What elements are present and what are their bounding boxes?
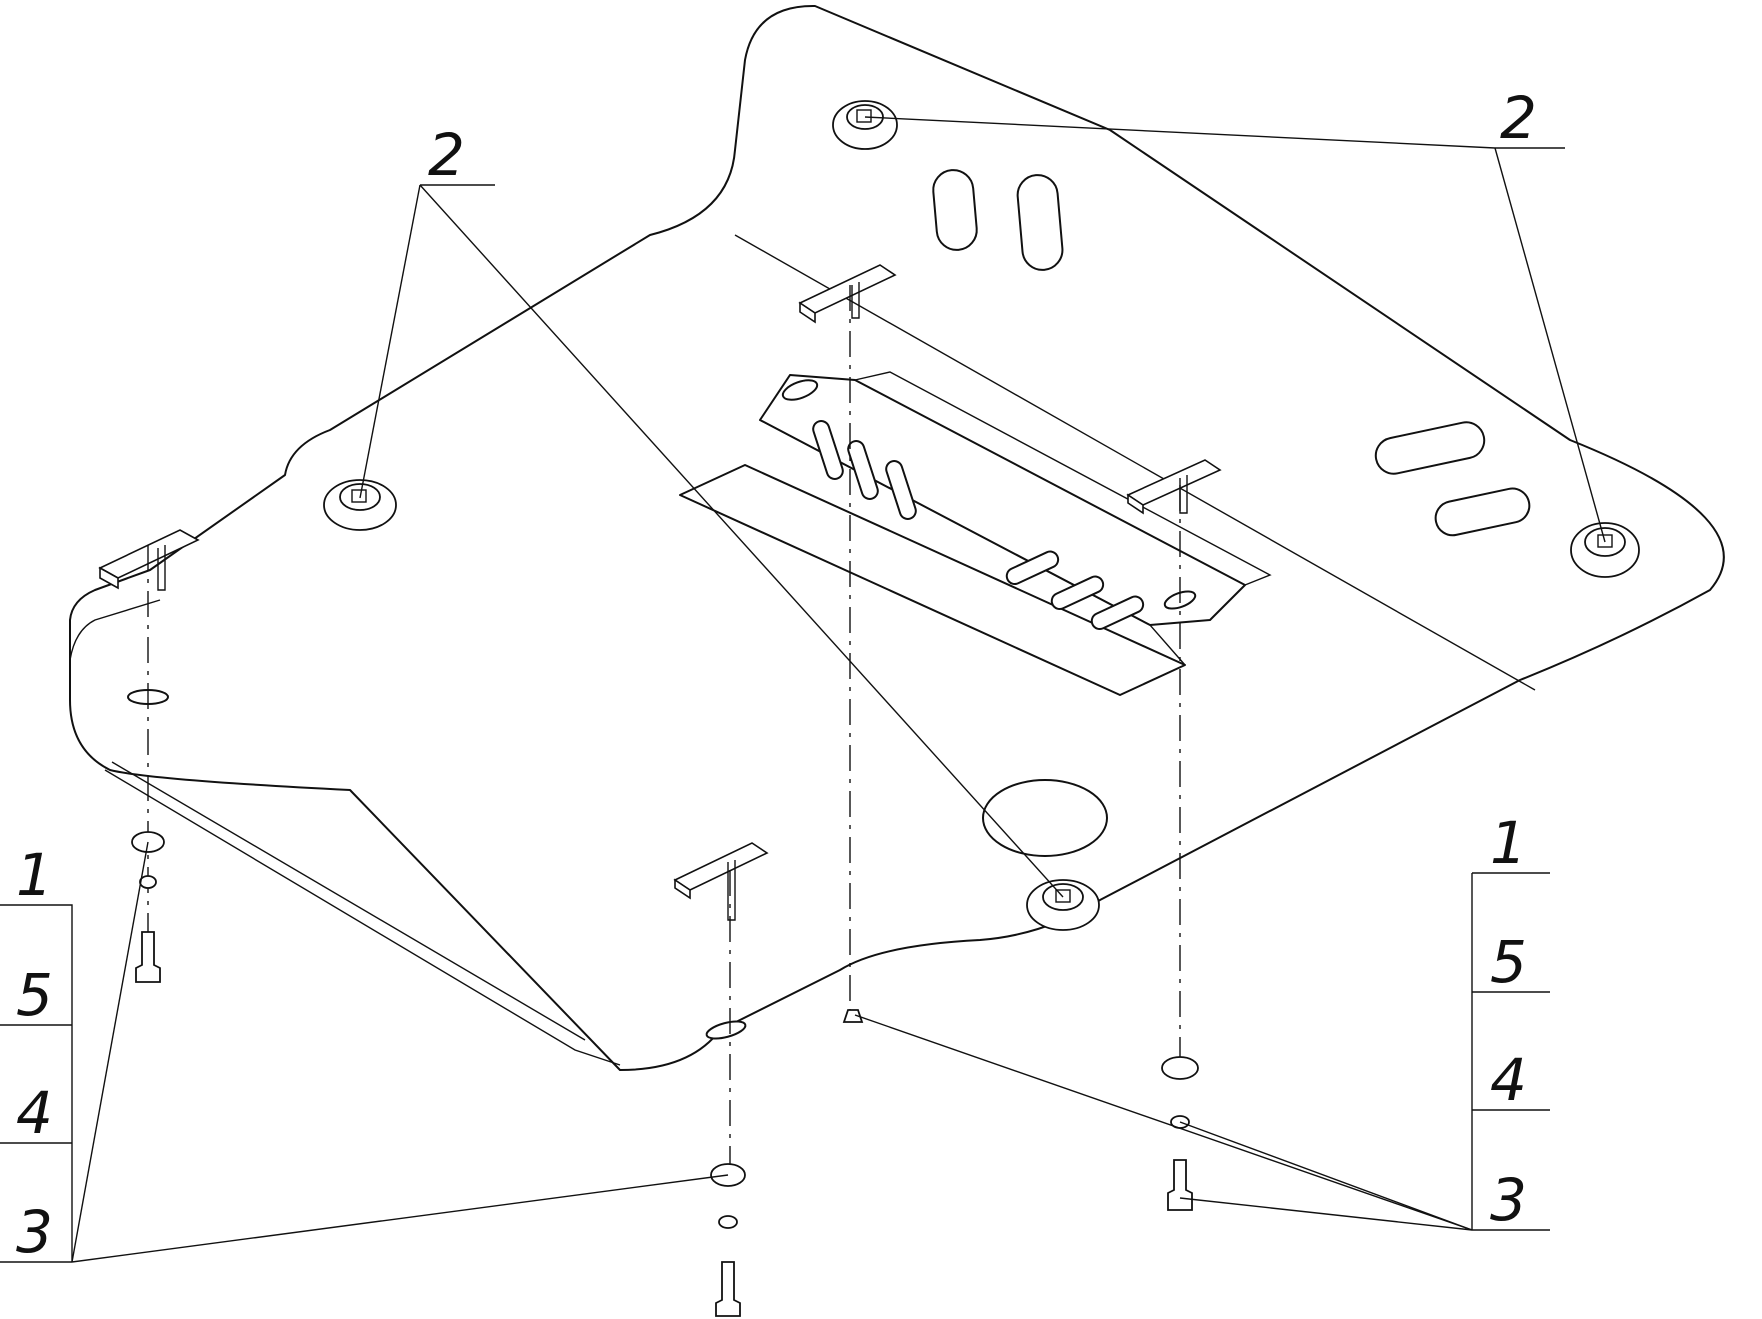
bracket-slot-f	[1090, 595, 1145, 631]
small-bolt-under-plate	[842, 1009, 864, 1023]
slot-top-1	[932, 169, 978, 251]
plate-holes	[127, 169, 1531, 1040]
bracket-slot-d	[1005, 550, 1060, 586]
callout-left-3: 3	[16, 1198, 53, 1266]
right-stack-table: 1 5 4 3	[1471, 809, 1550, 1234]
tab-top	[798, 264, 897, 324]
nut-left	[323, 479, 397, 531]
slot-right-1	[1374, 421, 1486, 475]
fasteners-center	[710, 1163, 746, 1317]
nut-top-center	[832, 100, 898, 150]
bolt-left	[135, 931, 161, 983]
callout-top-left-2: 2	[428, 121, 465, 189]
callout-top-right-2: 2	[1500, 84, 1537, 152]
lock-washer-center	[718, 1215, 738, 1229]
bracket-slot-left	[781, 379, 819, 401]
fasteners-right	[1161, 1056, 1199, 1211]
callout-left-1: 1	[16, 841, 53, 909]
callout-left-4: 4	[16, 1079, 53, 1147]
left-stack-table: 1 5 4 3	[0, 841, 73, 1266]
callout-right-4: 4	[1490, 1046, 1527, 1114]
tab-left	[98, 529, 200, 591]
bracket-ridge-2	[854, 371, 1272, 586]
bracket-slot-a	[812, 420, 844, 480]
plate-fold-line	[734, 234, 1536, 691]
washer-right	[1161, 1056, 1199, 1080]
callout-right-3: 3	[1490, 1166, 1527, 1234]
leaders	[0, 116, 1606, 1263]
callout-left-5: 5	[16, 961, 53, 1029]
nut-right	[1570, 522, 1640, 578]
clip-tabs	[98, 264, 1222, 921]
lock-washer-left	[139, 875, 157, 889]
bracket-slot-c	[885, 460, 917, 520]
bracket-ridge	[759, 419, 1186, 666]
slot-top-2	[1016, 174, 1064, 271]
center-bracket	[679, 371, 1272, 696]
tab-right	[1126, 459, 1222, 515]
tab-bottom	[673, 842, 769, 921]
plate-front-flange	[104, 769, 621, 1066]
bolt-center	[715, 1261, 741, 1317]
centerlines	[147, 285, 1181, 1165]
bracket-slot-e	[1050, 575, 1105, 611]
slot-right-2	[1434, 487, 1531, 537]
bracket-slot-b	[847, 440, 879, 500]
callout-right-5: 5	[1490, 928, 1527, 996]
bracket-base	[679, 464, 1186, 696]
slot-front-center	[705, 1020, 747, 1040]
bolt-right	[1167, 1159, 1193, 1211]
round-opening	[982, 779, 1108, 857]
callout-right-1: 1	[1490, 809, 1527, 877]
plate-side-edge	[69, 599, 161, 661]
nut-bottom-center	[1026, 879, 1100, 931]
plate-front-flange-inner	[111, 761, 586, 1041]
